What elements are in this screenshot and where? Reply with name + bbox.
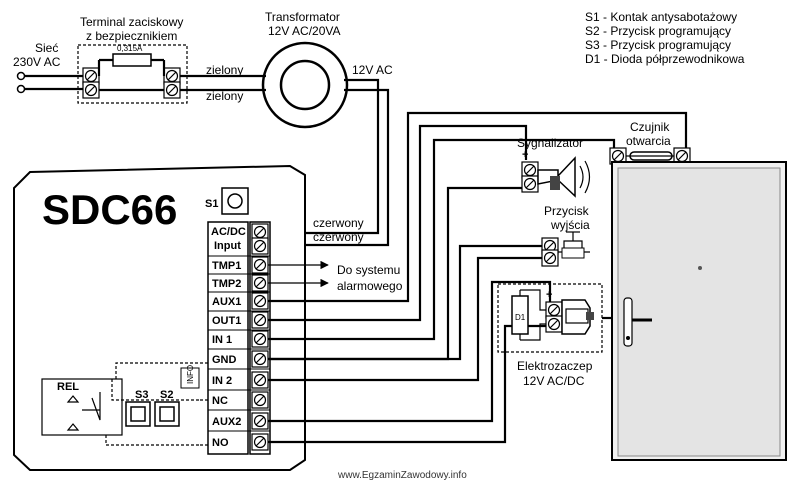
s2-label: S2: [160, 389, 173, 401]
lock-label-2: 12V AC/DC: [523, 374, 585, 388]
terminal-label-2: z bezpiecznikiem: [86, 29, 177, 43]
transformer-label-2: 12V AC/20VA: [268, 24, 341, 38]
legend-s1: S1 - Kontak antysabotażowy: [585, 10, 737, 24]
info-label: INFO: [186, 365, 195, 384]
electric-strike: + D1 Elektrozaczep 12V AC/DC: [497, 283, 603, 388]
siren-label: Sygnalizator: [517, 136, 583, 150]
terminal-no: NO: [212, 437, 229, 449]
alarm-outputs: Do systemu alarmowego: [268, 260, 403, 293]
exit-label-1: Przycisk: [544, 204, 590, 218]
terminal-gnd: GND: [212, 354, 237, 366]
watermark: www.EgzaminZawodowy.info: [337, 470, 467, 481]
mains-supply: Sieć 230V AC: [13, 41, 84, 94]
siren: Sygnalizator +: [517, 136, 591, 198]
legend-d1: D1 - Dioda półprzewodnikowa: [585, 52, 745, 66]
terminal-nc: NC: [212, 395, 228, 407]
wire-green-2: zielony: [206, 89, 243, 103]
door-sensor: Czujnik otwarcia: [609, 120, 691, 165]
mains-label-1: Sieć: [35, 41, 58, 55]
exit-label-2: wyjścia: [550, 218, 590, 232]
info-led: [180, 367, 200, 389]
relay-box: [41, 378, 123, 436]
exit-push-button-icon: [561, 247, 585, 259]
door-handle-icon: [623, 297, 633, 347]
legend-s2: S2 - Przycisk programujący: [585, 24, 731, 38]
terminal-out1: OUT1: [212, 315, 241, 327]
legend-s3: S3 - Przycisk programujący: [585, 38, 731, 52]
terminal-acdc-1: AC/DC: [211, 226, 246, 238]
terminal-strip: AC/DC Input TMP1 TMP2 AUX1 OUT1 IN 1 GND…: [207, 221, 271, 455]
wire-12vac: 12V AC: [352, 63, 393, 77]
wire-green-1: zielony: [206, 63, 243, 77]
transformer: Transformator 12V AC/20VA zielony zielon…: [180, 10, 393, 247]
fuse-icon: [112, 53, 152, 67]
terminal-acdc-2: Input: [214, 240, 241, 252]
terminal-aux2: AUX2: [212, 416, 241, 428]
alarm-label-2: alarmowego: [337, 279, 403, 293]
terminal-tmp1: TMP1: [212, 260, 241, 272]
fuse-terminal: Terminal zaciskowy z bezpiecznikiem 0,31…: [77, 15, 188, 104]
svg-text:+: +: [546, 289, 552, 301]
exit-button: Przycisk wyjścia: [541, 204, 590, 267]
legend: S1 - Kontak antysabotażowy S2 - Przycisk…: [585, 10, 745, 66]
terminal-in2: IN 2: [212, 375, 232, 387]
sensor-label-2: otwarcia: [626, 134, 671, 148]
s1-label: S1: [205, 198, 218, 210]
terminal-tmp2: TMP2: [212, 278, 241, 290]
transformer-label-1: Transformator: [265, 10, 340, 24]
sensor-label-1: Czujnik: [630, 120, 670, 134]
controller-title: SDC66: [42, 186, 177, 233]
wire-red-2: czerwony: [313, 230, 364, 244]
diode-label: D1: [515, 313, 526, 322]
terminal-aux1: AUX1: [212, 296, 241, 308]
terminal-in1: IN 1: [212, 334, 232, 346]
mains-label-2: 230V AC: [13, 55, 61, 69]
terminal-label-1: Terminal zaciskowy: [80, 15, 183, 29]
wire-red-1: czerwony: [313, 216, 364, 230]
alarm-label-1: Do systemu: [337, 263, 400, 277]
s3-label: S3: [135, 389, 148, 401]
svg-text:+: +: [522, 149, 528, 161]
fuse-rating: 0,315A: [117, 44, 143, 53]
relay-label: REL: [57, 381, 79, 393]
lock-label-1: Elektrozaczep: [517, 359, 593, 373]
door: [602, 161, 787, 461]
